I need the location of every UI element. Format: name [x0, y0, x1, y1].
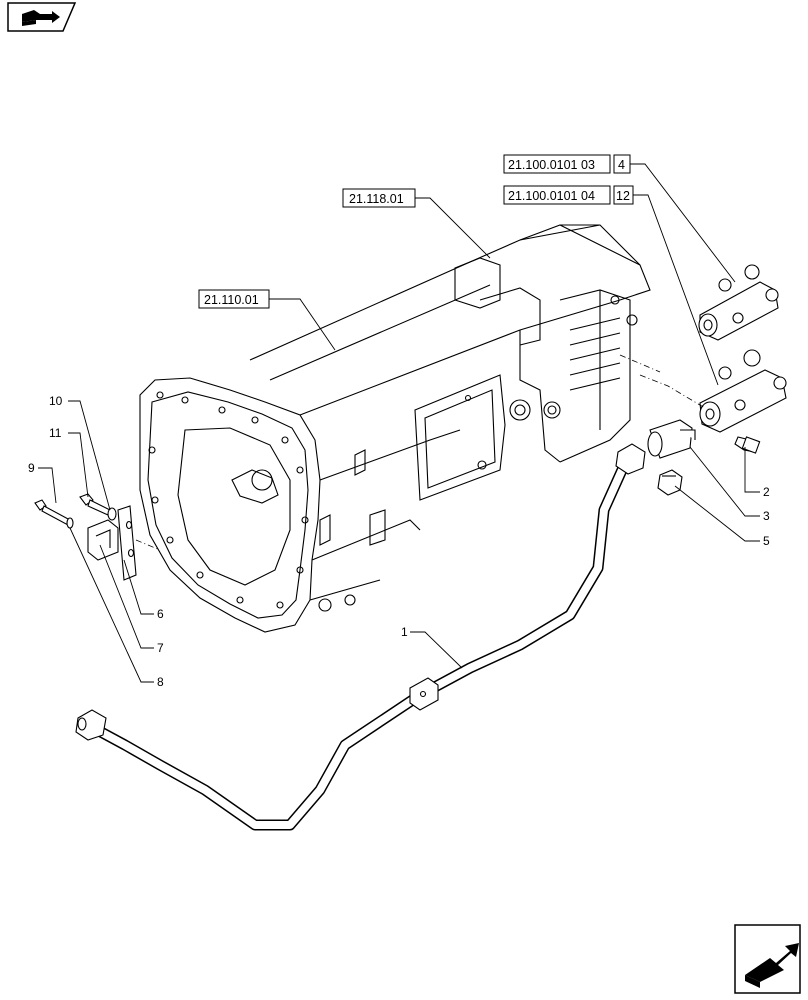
nut-item-5: [657, 469, 683, 496]
callout-2: 2: [763, 485, 770, 499]
bolt-item-9: [34, 499, 71, 526]
plate-item-6: [117, 505, 137, 581]
ref-03-text: 21.100.0101 03: [508, 158, 595, 172]
transmission-housing: [139, 224, 651, 633]
ref-box-21-118[interactable]: 21.118.01: [342, 188, 416, 208]
callout-7: 7: [157, 641, 164, 655]
pipe-end-right: [615, 443, 646, 475]
callout-11: 11: [49, 426, 62, 440]
ref-03-num: 4: [618, 158, 625, 172]
fitting-item-3: [647, 419, 696, 459]
callout-3: 3: [763, 509, 770, 523]
callout-8: 8: [157, 675, 164, 689]
callout-5: 5: [763, 534, 770, 548]
bolt-item-2: [734, 436, 761, 454]
ref-21-110-text: 21.110.01: [204, 293, 259, 307]
washer-item-10: [107, 507, 117, 521]
callout-9: 9: [28, 461, 35, 475]
ref-04-num: 12: [616, 189, 630, 203]
pipe-end-left: [75, 709, 107, 741]
leader-lines: [38, 163, 760, 683]
valve-upper: [698, 264, 779, 341]
pipe-clamp: [409, 677, 439, 711]
callout-10: 10: [49, 394, 63, 408]
valve-lower: [699, 349, 787, 433]
assembly-lines: [135, 354, 706, 551]
book-arrow-icon[interactable]: [7, 2, 77, 32]
callout-6: 6: [157, 607, 164, 621]
callout-1: 1: [401, 625, 408, 639]
next-page-arrow-icon[interactable]: [734, 924, 801, 994]
ref-box-21-110[interactable]: 21.110.01: [198, 289, 270, 309]
clamp-item-7: [87, 519, 119, 561]
pipe-item-1: [82, 449, 644, 831]
ref-box-21-100-03[interactable]: 21.100.0101 03 4: [503, 154, 631, 174]
ref-box-21-100-04[interactable]: 21.100.0101 04 12: [503, 185, 634, 205]
bolt-item-11: [79, 493, 111, 516]
ref-21-118-text: 21.118.01: [349, 192, 404, 206]
washer-item-8: [66, 517, 74, 529]
ref-04-text: 21.100.0101 04: [508, 189, 595, 203]
